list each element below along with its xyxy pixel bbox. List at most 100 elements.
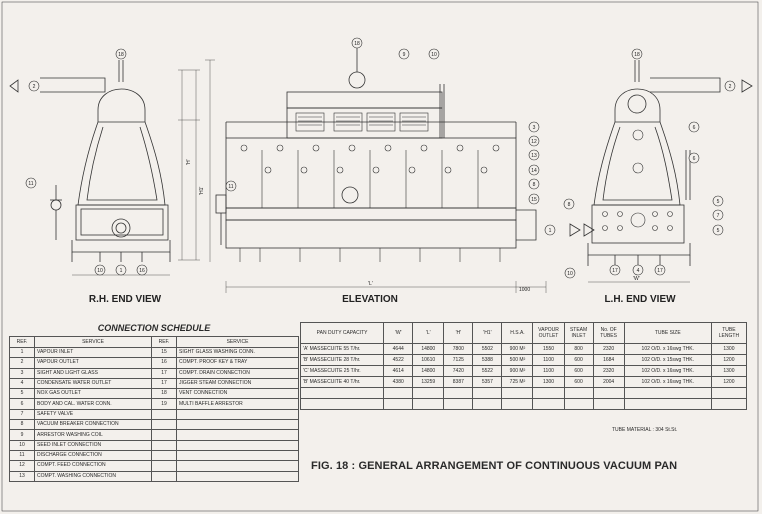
capacity-cell: 600 bbox=[563, 354, 594, 366]
capacity-header-cell: PAN DUTY CAPACITY bbox=[299, 322, 385, 344]
capacity-cell: 5357 bbox=[472, 376, 503, 388]
schedule-cell: 1 bbox=[9, 346, 35, 359]
schedule-header-ref: REF. bbox=[9, 336, 35, 348]
callout-elev-18: 18 bbox=[354, 41, 360, 47]
arrow-vapour-inlet-elev bbox=[569, 223, 581, 237]
rh-end-view bbox=[40, 60, 200, 276]
schedule-cell bbox=[176, 408, 299, 421]
callout-elev-13: 13 bbox=[531, 153, 537, 159]
schedule-header-row: REF. SERVICE REF. SERVICE bbox=[9, 336, 299, 348]
callout-lh-2: 2 bbox=[729, 84, 732, 90]
schedule-cell bbox=[151, 429, 177, 441]
callout-elev-1: 1 bbox=[549, 228, 552, 234]
capacity-cell: 600 bbox=[563, 376, 594, 388]
capacity-header-cell: STEAM INLET bbox=[563, 322, 594, 344]
capacity-cell: 2320 bbox=[592, 365, 625, 377]
dim-h: 'H' bbox=[186, 159, 192, 165]
schedule-cell: 19 bbox=[151, 398, 177, 410]
capacity-cell: 'B' MASSECUITE 28 T/hr. bbox=[299, 354, 385, 366]
callout-elev-15: 15 bbox=[531, 197, 537, 203]
capacity-cell bbox=[623, 398, 712, 410]
schedule-cell bbox=[176, 429, 299, 441]
capacity-cell: 2320 bbox=[592, 343, 625, 355]
capacity-header-cell: No. OF TUBES bbox=[592, 322, 625, 344]
capacity-cell: 500 M² bbox=[501, 354, 534, 366]
lh-end-view-title: L.H. END VIEW bbox=[604, 294, 676, 305]
capacity-cell bbox=[563, 398, 594, 410]
callout-rh-1: 1 bbox=[120, 268, 123, 274]
lh-end-view bbox=[587, 60, 721, 283]
callout-lh-4: 4 bbox=[637, 268, 640, 274]
capacity-cell: 4380 bbox=[383, 376, 414, 388]
figure-title: FIG. 18 : GENERAL ARRANGEMENT OF CONTINU… bbox=[311, 460, 678, 472]
capacity-cell: 1684 bbox=[592, 354, 625, 366]
callout-lh-6b: 6 bbox=[693, 156, 696, 162]
capacity-cell: 102 O/D. x 16swg THK. bbox=[623, 365, 712, 377]
schedule-cell: NOX GAS OUTLET bbox=[34, 388, 152, 400]
rh-end-view-title: R.H. END VIEW bbox=[89, 294, 162, 305]
capacity-cell: 900 M² bbox=[501, 343, 534, 355]
schedule-cell: COMPT. DRAIN CONNECTION bbox=[176, 367, 299, 379]
schedule-cell bbox=[176, 419, 299, 431]
capacity-cell bbox=[623, 387, 712, 399]
capacity-cell: 1300 bbox=[710, 365, 748, 377]
callout-rh-11: 11 bbox=[28, 181, 33, 187]
capacity-cell: 2004 bbox=[592, 376, 625, 388]
schedule-cell: BODY AND CAL. WATER CONN. bbox=[34, 398, 152, 410]
callout-lh-5b: 5 bbox=[717, 228, 720, 234]
capacity-cell: 13259 bbox=[412, 376, 445, 388]
callout-lh-7: 7 bbox=[717, 213, 720, 219]
capacity-cell: 8387 bbox=[443, 376, 474, 388]
callout-lh-8: 8 bbox=[568, 202, 571, 208]
capacity-cell: 4614 bbox=[383, 365, 414, 377]
capacity-cell bbox=[299, 398, 385, 410]
capacity-header-row: PAN DUTY CAPACITY'W''L''H''H1'H.S.A.VAPO… bbox=[299, 322, 748, 344]
schedule-cell: 10 bbox=[9, 439, 35, 451]
tube-material-note: TUBE MATERIAL : 304 St.St. bbox=[612, 427, 678, 433]
capacity-cell: 7420 bbox=[443, 365, 474, 377]
capacity-cell: 1100 bbox=[532, 365, 565, 377]
schedule-cell bbox=[151, 449, 177, 462]
callout-rh-18: 18 bbox=[118, 52, 124, 58]
schedule-cell: VAPOUR OUTLET bbox=[34, 357, 152, 369]
callout-lh-5a: 5 bbox=[717, 199, 720, 205]
capacity-header-cell: VAPOUR OUTLET bbox=[532, 322, 565, 344]
capacity-cell bbox=[472, 387, 503, 399]
schedule-cell: COMPT. WASHING CONNECTION bbox=[34, 470, 152, 482]
capacity-cell: 800 bbox=[563, 343, 594, 355]
schedule-cell: 6 bbox=[9, 398, 35, 410]
callout-lh-17b: 17 bbox=[657, 268, 663, 274]
capacity-cell bbox=[383, 398, 414, 410]
schedule-cell: 13 bbox=[9, 470, 35, 482]
capacity-cell: 1300 bbox=[710, 343, 748, 355]
capacity-cell: 1100 bbox=[532, 354, 565, 366]
schedule-header-service: SERVICE bbox=[34, 336, 152, 348]
capacity-cell: 10610 bbox=[412, 354, 445, 366]
capacity-cell bbox=[563, 387, 594, 399]
capacity-cell: 'A' MASSECUITE 55 T/hr. bbox=[299, 343, 385, 355]
capacity-cell bbox=[412, 398, 445, 410]
callout-elev-3: 3 bbox=[533, 125, 536, 131]
capacity-cell bbox=[443, 387, 474, 399]
capacity-cell: 4522 bbox=[383, 354, 414, 366]
capacity-header-cell: 'W' bbox=[383, 322, 414, 344]
capacity-cell bbox=[472, 398, 503, 410]
schedule-cell: 4 bbox=[9, 377, 35, 390]
capacity-cell bbox=[710, 387, 748, 399]
schedule-cell bbox=[151, 460, 177, 472]
capacity-cell bbox=[299, 387, 385, 399]
schedule-cell: 16 bbox=[151, 357, 177, 369]
schedule-cell: VAPOUR INLET bbox=[34, 346, 152, 359]
capacity-cell bbox=[592, 398, 625, 410]
schedule-cell bbox=[176, 439, 299, 451]
